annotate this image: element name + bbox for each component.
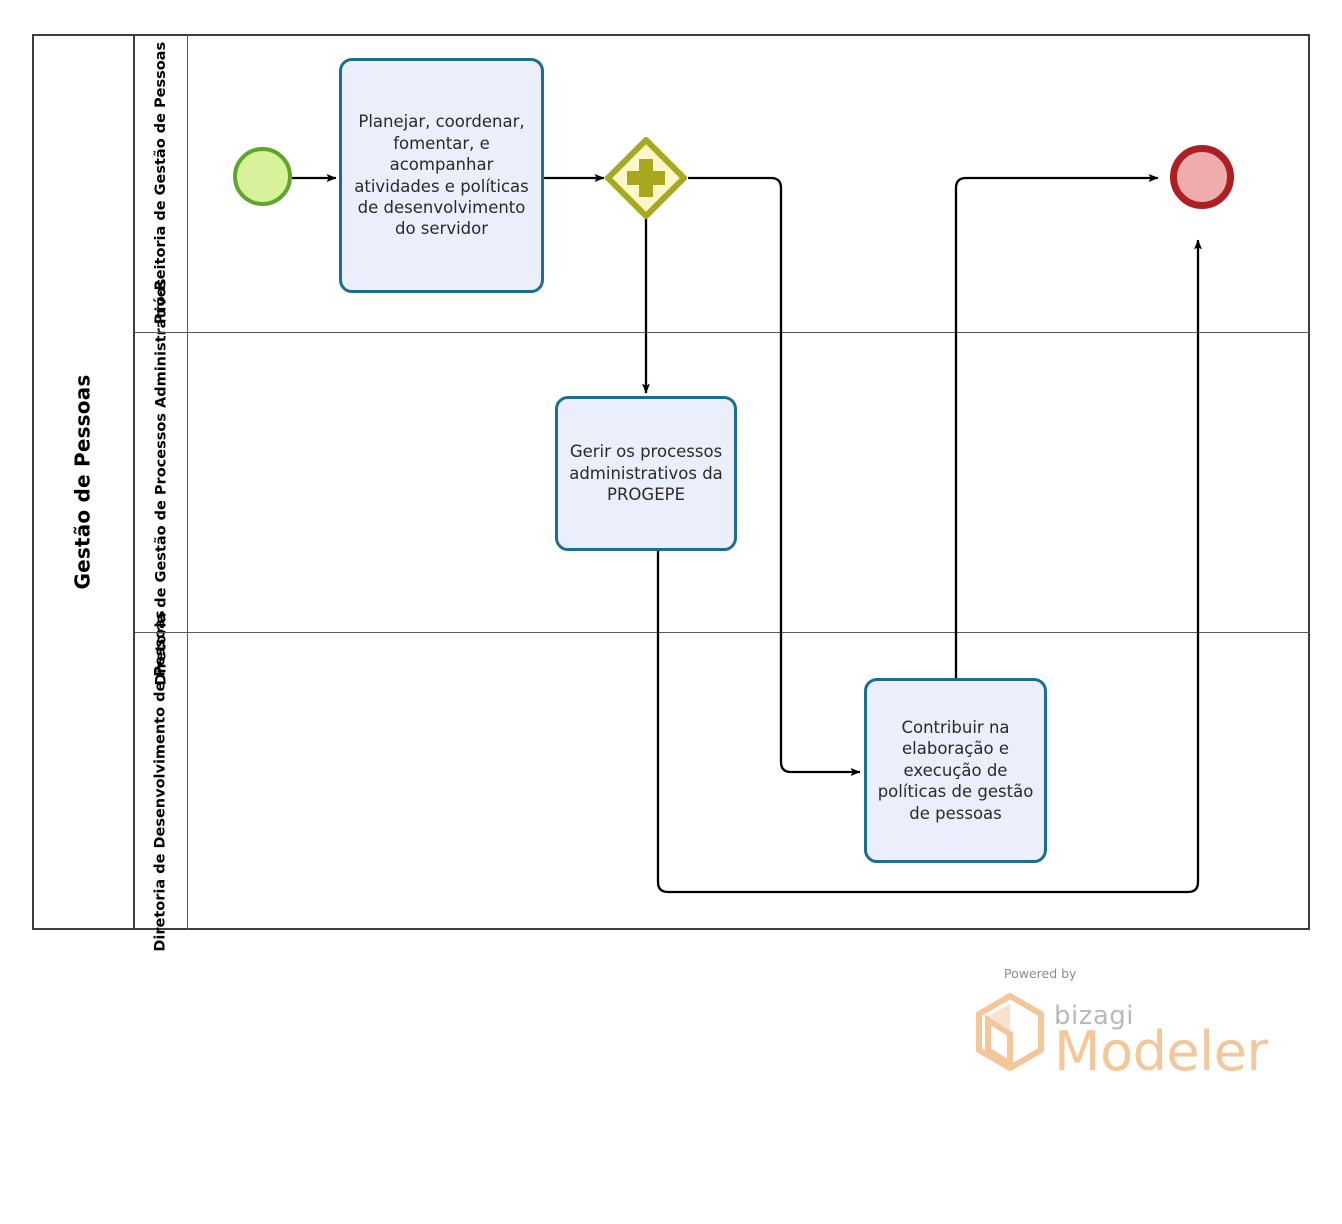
bizagi-watermark: Powered by bizagi Modeler	[968, 966, 1268, 1078]
lane-divider-2	[135, 632, 1310, 633]
lane-header-processos-administrativos: Diretoria de Gestão de Processos Adminis…	[135, 279, 188, 685]
lane-header-pro-reitoria: Pró-Reitoria de Gestão de Pessoas	[135, 34, 188, 332]
pool-title: Gestão de Pessoas	[70, 374, 95, 590]
bizagi-hexagon-icon	[976, 992, 1044, 1072]
task-planejar[interactable]: Planejar, coordenar, fomentar, e acompan…	[339, 58, 544, 293]
task-contribuir-politicas[interactable]: Contribuir na elaboração e execução de p…	[864, 678, 1047, 863]
parallel-plus-icon	[627, 159, 665, 197]
parallel-gateway[interactable]	[603, 135, 689, 221]
bizagi-modeler-logo: bizagi Modeler	[976, 992, 1268, 1078]
start-event[interactable]	[233, 147, 292, 206]
pool-header: Gestão de Pessoas	[32, 34, 135, 930]
task-gerir-processos[interactable]: Gerir os processos administrativos da PR…	[555, 396, 737, 551]
lane-header-desenvolvimento: Diretoria de Desenvolvimento de Pessoas	[135, 610, 188, 952]
powered-by-label: Powered by	[1004, 966, 1077, 981]
lane-label-desenvolvimento: Diretoria de Desenvolvimento de Pessoas	[152, 610, 169, 952]
modeler-wordmark: Modeler	[1054, 1020, 1268, 1078]
end-event[interactable]	[1170, 145, 1234, 209]
lane-divider-1	[135, 332, 1310, 333]
bizagi-wordmark: bizagi	[1054, 1001, 1134, 1031]
